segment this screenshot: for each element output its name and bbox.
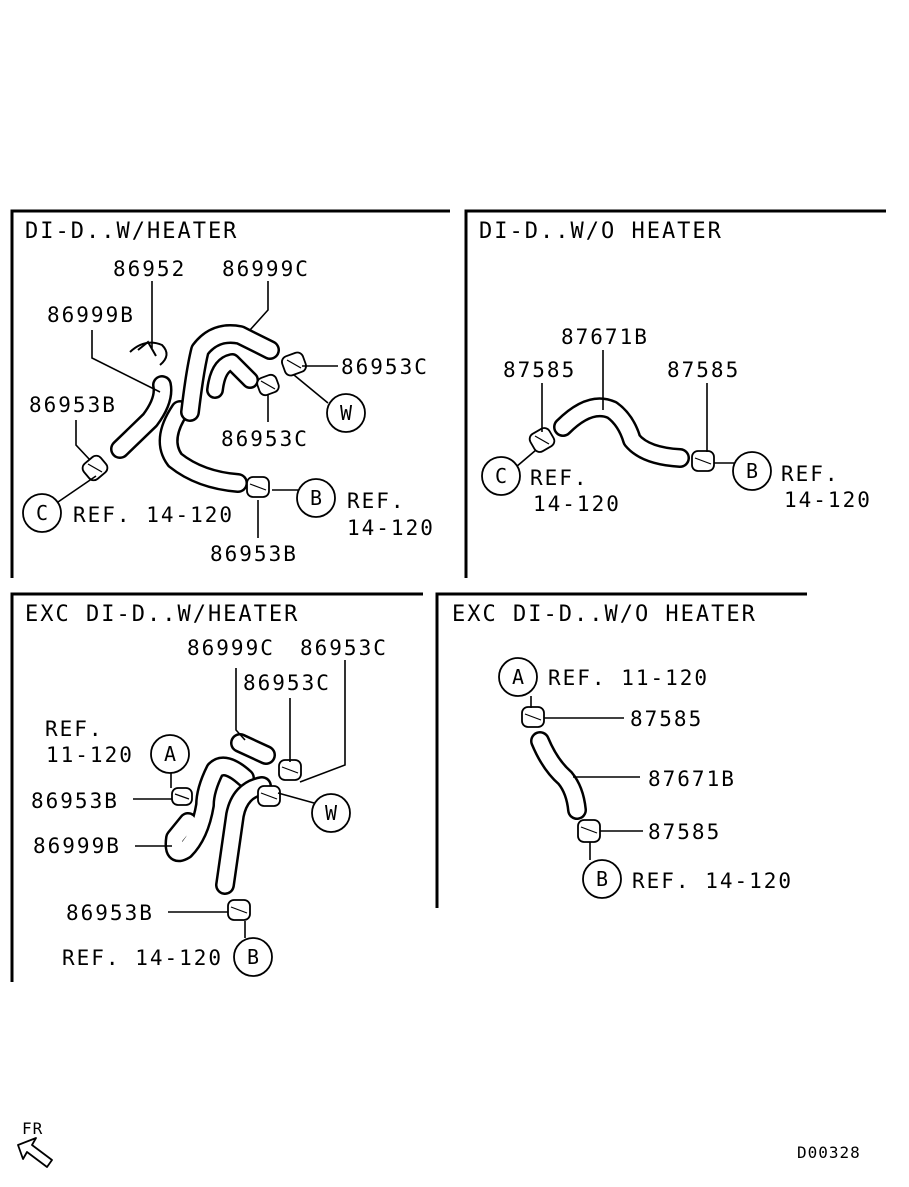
marker-a: A xyxy=(498,657,538,697)
marker-b: B xyxy=(582,859,622,899)
hose-86999b-lower xyxy=(158,400,248,493)
part-label-86953c-mid: 86953C xyxy=(243,671,331,695)
part-label-86999c: 86999C xyxy=(222,257,310,281)
part-label-86953b-bottom: 86953B xyxy=(210,542,298,566)
part-label-86953c-bottom: 86953C xyxy=(221,427,309,451)
leader-lines xyxy=(515,350,734,468)
svg-text:W: W xyxy=(340,401,353,425)
footer: FR D00328 xyxy=(17,1119,861,1168)
diagram-code: D00328 xyxy=(797,1143,861,1162)
marker-c: C xyxy=(481,456,521,496)
clamp-86953c-mid xyxy=(257,785,281,807)
reference-label-a-line2: 11-120 xyxy=(46,743,134,767)
part-label-86999b: 86999B xyxy=(47,303,135,327)
clamp-86953b-left xyxy=(81,454,109,482)
part-label-87671b: 87671B xyxy=(648,767,736,791)
marker-w: W xyxy=(311,793,351,833)
svg-text:C: C xyxy=(495,464,507,488)
reference-label-a-line1: REF. xyxy=(45,717,104,741)
panel-frames xyxy=(10,209,886,982)
marker-b: B xyxy=(233,937,273,977)
svg-text:W: W xyxy=(325,801,338,825)
hose-86999c xyxy=(180,324,280,422)
clamp-87585-bottom xyxy=(577,819,601,843)
svg-text:C: C xyxy=(36,501,48,525)
part-label-86999c: 86999C xyxy=(187,636,275,660)
part-label-87585-bottom: 87585 xyxy=(648,820,721,844)
svg-text:A: A xyxy=(512,665,524,689)
clamp-87585-top xyxy=(521,706,545,728)
part-label-87585-top: 87585 xyxy=(630,707,703,731)
reference-label-b: REF. 14-120 xyxy=(632,869,793,893)
clamp-86953c-lower xyxy=(256,373,280,397)
clamp-86953b-upper xyxy=(171,787,193,806)
svg-text:B: B xyxy=(746,459,758,483)
section-title: DI-D..W/HEATER xyxy=(25,219,238,244)
clamp-87585-right xyxy=(691,450,715,472)
part-label-87671b: 87671B xyxy=(561,325,649,349)
clamp-86953c-right xyxy=(281,351,307,377)
marker-b: B xyxy=(296,478,336,518)
hose-87671b xyxy=(530,731,587,820)
part-label-87585-right: 87585 xyxy=(667,358,740,382)
part-label-86953c-right: 86953C xyxy=(341,355,429,379)
reference-label-c: REF. 14-120 xyxy=(73,503,234,527)
section-di-d-without-heater: DI-D..W/O HEATER 87671B 87585 87585 REF.… xyxy=(479,219,872,516)
marker-w: W xyxy=(326,393,366,433)
clamp-86953b-lower xyxy=(227,899,251,921)
svg-text:B: B xyxy=(310,486,322,510)
svg-text:B: B xyxy=(596,867,608,891)
hose-86999b xyxy=(164,756,255,863)
hose-87671b xyxy=(553,397,690,468)
part-label-87585-left: 87585 xyxy=(503,358,576,382)
section-title: EXC DI-D..W/O HEATER xyxy=(452,602,757,627)
reference-label-b-line2: 14-120 xyxy=(347,516,435,540)
reference-label-b-line2: 14-120 xyxy=(784,488,872,512)
section-exc-di-d-with-heater: EXC DI-D..W/HEATER xyxy=(25,602,388,977)
leader-lines xyxy=(57,281,338,538)
part-label-86953c-top: 86953C xyxy=(300,636,388,660)
front-direction-arrow-icon xyxy=(17,1137,53,1168)
reference-label-a: REF. 11-120 xyxy=(548,666,709,690)
section-title: DI-D..W/O HEATER xyxy=(479,219,723,244)
reference-label-b-line1: REF. xyxy=(347,489,406,513)
part-label-86999b: 86999B xyxy=(33,834,121,858)
clamp-86953c-top xyxy=(278,759,302,781)
svg-text:A: A xyxy=(164,742,176,766)
hose-86999c-branch xyxy=(206,353,259,399)
clip-86952 xyxy=(129,340,168,366)
part-label-86953b-left: 86953B xyxy=(29,393,117,417)
part-label-86953b-lower: 86953B xyxy=(66,901,154,925)
clamp-86953b-bottom xyxy=(246,476,270,498)
reference-label-c-line2: 14-120 xyxy=(533,492,621,516)
front-direction-label: FR xyxy=(22,1119,43,1138)
section-di-d-with-heater: DI-D..W/HEATER xyxy=(22,219,435,566)
hose-86999b-long xyxy=(215,776,272,895)
part-label-86953b-upper: 86953B xyxy=(31,789,119,813)
section-exc-di-d-without-heater: EXC DI-D..W/O HEATER REF. 11-120 87585 8… xyxy=(452,602,793,899)
leader-lines xyxy=(133,660,346,938)
marker-c: C xyxy=(22,493,62,533)
reference-label-b: REF. 14-120 xyxy=(62,946,223,970)
section-title: EXC DI-D..W/HEATER xyxy=(25,602,299,627)
leader-lines xyxy=(530,696,643,860)
part-label-86952: 86952 xyxy=(113,257,186,281)
reference-label-b-line1: REF. xyxy=(781,462,840,486)
hose-86999b xyxy=(110,375,173,459)
svg-text:B: B xyxy=(247,945,259,969)
clamp-87585-left xyxy=(528,427,556,453)
marker-a: A xyxy=(150,734,190,774)
reference-label-c-line1: REF. xyxy=(530,466,589,490)
hose-86999c xyxy=(230,733,276,765)
marker-b: B xyxy=(732,451,772,491)
